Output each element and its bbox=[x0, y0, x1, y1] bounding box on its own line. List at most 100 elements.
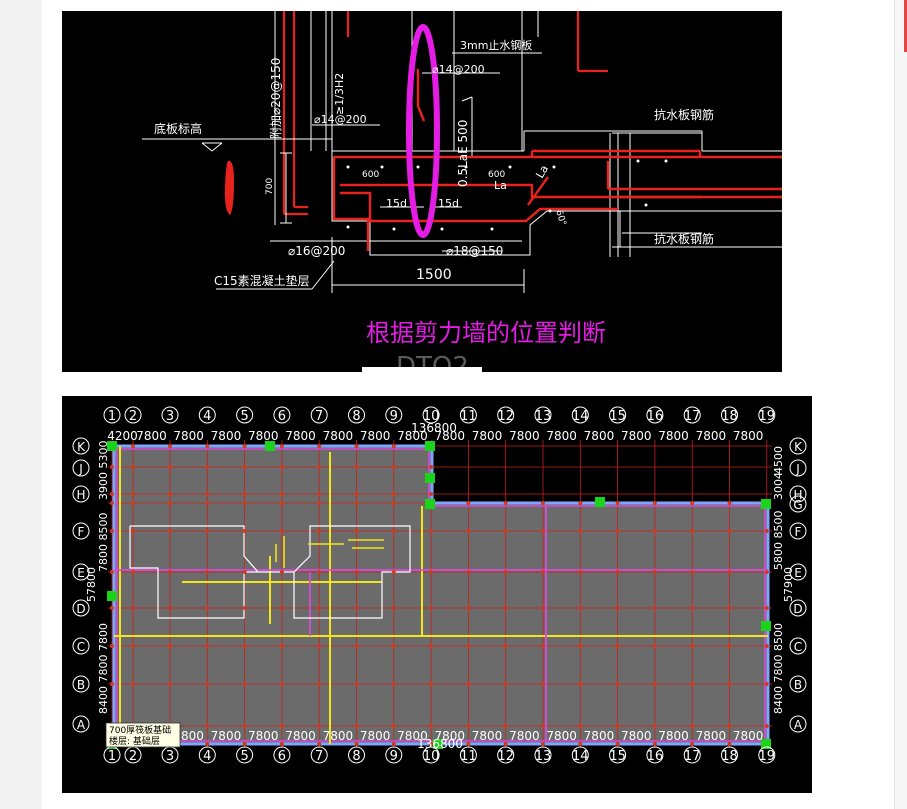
dim-top: 7800 bbox=[211, 429, 242, 443]
axis-bubble-top bbox=[236, 406, 254, 424]
dim-bottom: 7800 bbox=[211, 729, 242, 743]
column-dot bbox=[110, 644, 114, 648]
axis-label-top: 15 bbox=[609, 409, 626, 424]
axis-label-top: 18 bbox=[721, 409, 738, 424]
axis-bubble-right bbox=[789, 459, 807, 477]
support-marker bbox=[595, 497, 605, 507]
label-la-2: La bbox=[533, 163, 551, 181]
column-dot bbox=[242, 570, 247, 574]
column-dot bbox=[652, 529, 657, 533]
label-dim-1500: 1500 bbox=[416, 267, 452, 283]
pit-outline bbox=[129, 525, 411, 619]
dim-top: 7800 bbox=[434, 429, 465, 443]
column-dot bbox=[541, 606, 545, 610]
axis-bubble-left bbox=[72, 459, 90, 477]
column-dot bbox=[503, 724, 508, 728]
column-dot bbox=[279, 742, 284, 746]
column-dot bbox=[317, 465, 322, 469]
support-marker bbox=[425, 499, 435, 509]
column-dot bbox=[429, 492, 434, 496]
axis-bubble-bottom bbox=[198, 746, 216, 764]
column-dot bbox=[615, 644, 620, 648]
axis-label-bottom: 8 bbox=[352, 749, 360, 764]
axis-bubble-top bbox=[198, 406, 216, 424]
column-dot bbox=[110, 570, 114, 574]
axis-bubble-bottom bbox=[571, 746, 589, 764]
column-dot bbox=[317, 570, 322, 574]
column-dot bbox=[615, 682, 620, 686]
axis-label-top: 1 bbox=[108, 409, 116, 424]
label-15d-left: 15d bbox=[386, 197, 407, 210]
column-dot bbox=[354, 682, 359, 686]
support-marker bbox=[761, 739, 771, 749]
column-dot bbox=[354, 644, 359, 648]
column-dot bbox=[727, 529, 732, 533]
label-15d-right: 15d bbox=[438, 197, 459, 210]
column-dot bbox=[317, 682, 322, 686]
column-dot bbox=[354, 529, 359, 533]
magenta-highlight-ellipse bbox=[406, 24, 440, 238]
dim-bottom: 7800 bbox=[360, 729, 391, 743]
column-dot bbox=[317, 644, 322, 648]
axis-label-right: K bbox=[794, 440, 803, 454]
column-dot bbox=[242, 606, 247, 610]
dim-right-total: 57900 bbox=[782, 567, 795, 602]
column-dot bbox=[503, 529, 508, 533]
column-dot bbox=[131, 492, 135, 496]
column-dot bbox=[131, 529, 135, 533]
column-dot bbox=[764, 529, 769, 533]
dim-left-top: 3900 5300 bbox=[97, 441, 110, 501]
dim-bottom: 7800 bbox=[733, 729, 764, 743]
column-dot bbox=[168, 501, 172, 505]
axis-bubble-top bbox=[534, 406, 552, 424]
column-dot bbox=[391, 724, 396, 728]
axis-bubble-bottom bbox=[609, 746, 627, 764]
column-dot bbox=[391, 529, 396, 533]
dim-bottom: 7800 bbox=[696, 729, 727, 743]
axis-bubble-bottom bbox=[646, 746, 664, 764]
axis-label-top: 13 bbox=[535, 409, 552, 424]
column-dot bbox=[578, 501, 583, 505]
axis-label-top: 2 bbox=[129, 409, 137, 424]
column-dot bbox=[317, 492, 322, 496]
dim-top: 7800 bbox=[248, 429, 279, 443]
axis-bubble-bottom bbox=[497, 746, 515, 764]
image-gap-bar bbox=[362, 367, 482, 372]
column-dot bbox=[615, 724, 620, 728]
column-dot bbox=[429, 682, 434, 686]
axis-bubble-top bbox=[273, 406, 291, 424]
column-dot bbox=[503, 606, 508, 610]
column-dot bbox=[578, 724, 583, 728]
column-dot bbox=[429, 606, 434, 610]
support-marker bbox=[107, 591, 117, 601]
label-anti-bottom: 抗水板钢筋 bbox=[654, 231, 714, 246]
column-dot bbox=[466, 682, 471, 686]
label-cushion: C15素混凝土垫层 bbox=[214, 273, 310, 288]
column-dot bbox=[168, 492, 172, 496]
support-marker bbox=[425, 473, 435, 483]
axis-label-top: 12 bbox=[497, 409, 514, 424]
axis-bubble-left bbox=[72, 437, 90, 455]
axis-label-bottom: 4 bbox=[203, 749, 211, 764]
column-dot bbox=[279, 444, 284, 448]
column-dot bbox=[354, 570, 359, 574]
column-dot bbox=[354, 492, 359, 496]
label-anchor: ≥1/3H2 bbox=[333, 73, 346, 115]
column-dot bbox=[354, 465, 359, 469]
column-dot bbox=[168, 570, 172, 574]
column-dot bbox=[764, 644, 769, 648]
axis-bubble-top bbox=[422, 406, 440, 424]
column-dot bbox=[131, 570, 135, 574]
dim-bottom: 7800 bbox=[397, 729, 428, 743]
axis-bubble-right bbox=[789, 485, 807, 503]
column-dot bbox=[690, 742, 695, 746]
column-dot bbox=[354, 444, 359, 448]
axis-label-bottom: 2 bbox=[129, 749, 137, 764]
axis-label-bottom: 11 bbox=[460, 749, 477, 764]
label-rebar-14-top: ⌀14@200 bbox=[432, 63, 485, 76]
label-rebar-18: ⌀18@150 bbox=[446, 244, 503, 258]
column-dot bbox=[110, 501, 114, 505]
column-dot bbox=[354, 606, 359, 610]
column-dot bbox=[764, 724, 769, 728]
column-dot bbox=[503, 682, 508, 686]
